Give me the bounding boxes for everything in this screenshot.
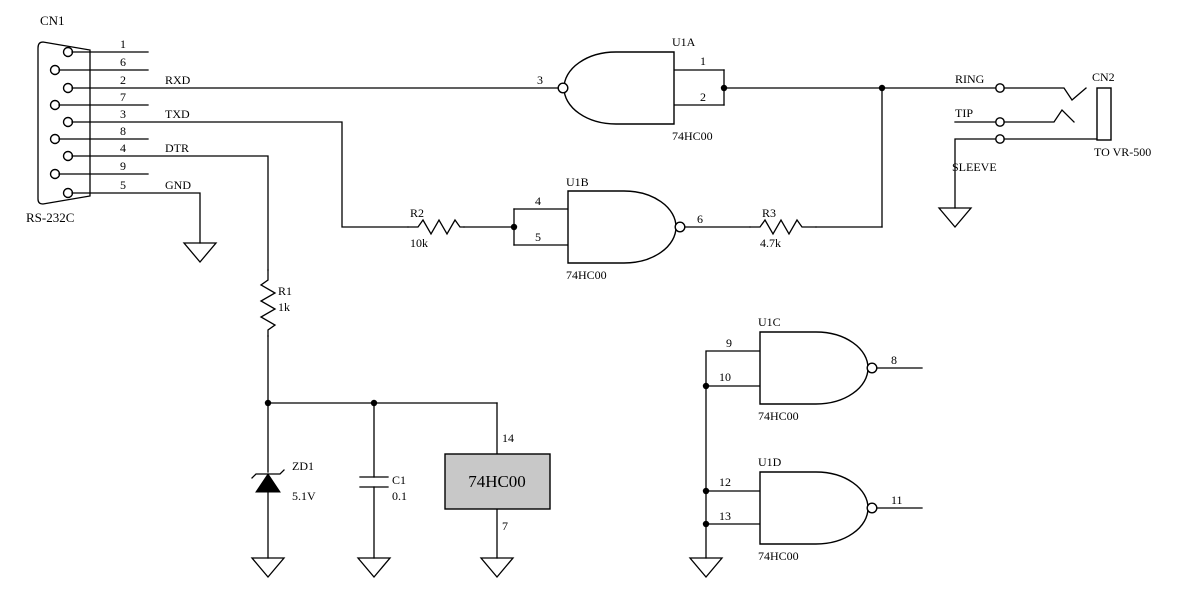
resistor-r3: R3 4.7k	[749, 206, 817, 250]
zener-diode-zd1: ZD1 5.1V	[251, 459, 316, 503]
gate-u1b: U1B 74HC00 4 5 6	[535, 175, 703, 282]
ground-icon	[182, 242, 218, 264]
u1b-pin-label: 6	[697, 212, 703, 226]
ic-vcc-pin-label: 14	[502, 431, 514, 445]
ic-gnd-pin-label: 7	[502, 519, 508, 533]
cn2-jack-connector: CN2 TO VR-500 RING TIP SLEEVE	[952, 70, 1151, 174]
u1b-part-label: 74HC00	[566, 268, 607, 282]
cn1-pin-number: 1	[120, 37, 126, 51]
ic-power-box	[444, 453, 551, 510]
r1-value-label: 1k	[278, 300, 290, 314]
r2-value-label: 10k	[410, 236, 428, 250]
u1a-pin-label: 3	[537, 73, 543, 87]
sleeve-wire	[954, 138, 997, 209]
sleeve-label: SLEEVE	[952, 160, 997, 174]
u1d-pin-label: 13	[719, 509, 731, 523]
cn1-pin-number: 6	[120, 55, 126, 69]
gate-u1d: U1D 74HC00 12 13 11	[719, 455, 903, 563]
r3-value-label: 4.7k	[760, 236, 781, 250]
cn1-pin-number: 5	[120, 178, 126, 192]
ring-label: RING	[955, 72, 985, 86]
c1-ref-label: C1	[392, 473, 406, 487]
junction-dots	[264, 84, 886, 528]
ground-icon	[356, 557, 392, 579]
cn1-pin-number: 7	[120, 90, 126, 104]
cn1-db9-connector: CN1 RS-232C 1 6 2 7 3 8 4 9 5	[26, 13, 149, 225]
r2-ref-label: R2	[410, 206, 424, 220]
cn1-ref-label: CN1	[40, 13, 65, 28]
gnd-label: GND	[165, 178, 191, 192]
cn1-pin-number: 9	[120, 159, 126, 173]
cn2-ref-label: CN2	[1092, 70, 1115, 84]
u1c-pin-label: 9	[726, 336, 732, 350]
gnd-wire	[71, 192, 201, 244]
u1a-ref-label: U1A	[672, 35, 696, 49]
c1-value-label: 0.1	[392, 489, 407, 503]
r1-ref-label: R1	[278, 284, 292, 298]
wires	[71, 69, 997, 559]
ground-icon	[688, 557, 724, 579]
resistor-r1: R1 1k	[259, 269, 292, 337]
ground-icon	[479, 557, 515, 579]
zd1-ref-label: ZD1	[292, 459, 314, 473]
u1d-pin-label: 12	[719, 475, 731, 489]
tip-label: TIP	[955, 106, 973, 120]
rxd-label: RXD	[165, 73, 191, 87]
txd-label: TXD	[165, 107, 190, 121]
cn1-pin-circles	[49, 46, 74, 199]
r3-ref-label: R3	[762, 206, 776, 220]
u1c-pin-label: 8	[891, 353, 897, 367]
u1a-pin-label: 2	[700, 90, 706, 104]
dtr-wire	[71, 155, 269, 271]
u1b-pin-label: 4	[535, 194, 541, 208]
cn2-destination-label: TO VR-500	[1094, 145, 1151, 159]
cn1-pin-number: 4	[120, 141, 126, 155]
txd-wire	[71, 121, 409, 228]
u1d-ref-label: U1D	[758, 455, 782, 469]
u1d-part-label: 74HC00	[758, 549, 799, 563]
ground-icon	[250, 557, 286, 579]
cn1-pin-number: 8	[120, 124, 126, 138]
cn1-pin-number: 2	[120, 73, 126, 87]
u1b-ref-label: U1B	[566, 175, 589, 189]
cn1-pin-leads	[58, 51, 149, 175]
resistor-r2: R2 10k	[407, 206, 465, 250]
u1a-part-label: 74HC00	[672, 129, 713, 143]
gate-u1c: U1C 74HC00 9 10 8	[719, 315, 897, 423]
u1b-pin-label: 5	[535, 230, 541, 244]
ground-symbols	[182, 207, 973, 579]
u1c-part-label: 74HC00	[758, 409, 799, 423]
ground-icon	[937, 207, 973, 229]
zd1-value-label: 5.1V	[292, 489, 316, 503]
u1a-pin-label: 1	[700, 54, 706, 68]
cn1-type-label: RS-232C	[26, 210, 74, 225]
u1c-pin-label: 10	[719, 370, 731, 384]
ic-power-label: 74HC00	[468, 472, 526, 491]
dtr-label: DTR	[165, 141, 189, 155]
ic-power-block: 74HC00 14 7	[444, 431, 551, 533]
u1c-ref-label: U1C	[758, 315, 781, 329]
capacitor-c1: C1 0.1	[359, 473, 407, 503]
gate-u1a: U1A 74HC00 1 2 3	[537, 35, 713, 143]
u1d-pin-label: 11	[891, 493, 903, 507]
cn1-pin-number: 3	[120, 107, 126, 121]
